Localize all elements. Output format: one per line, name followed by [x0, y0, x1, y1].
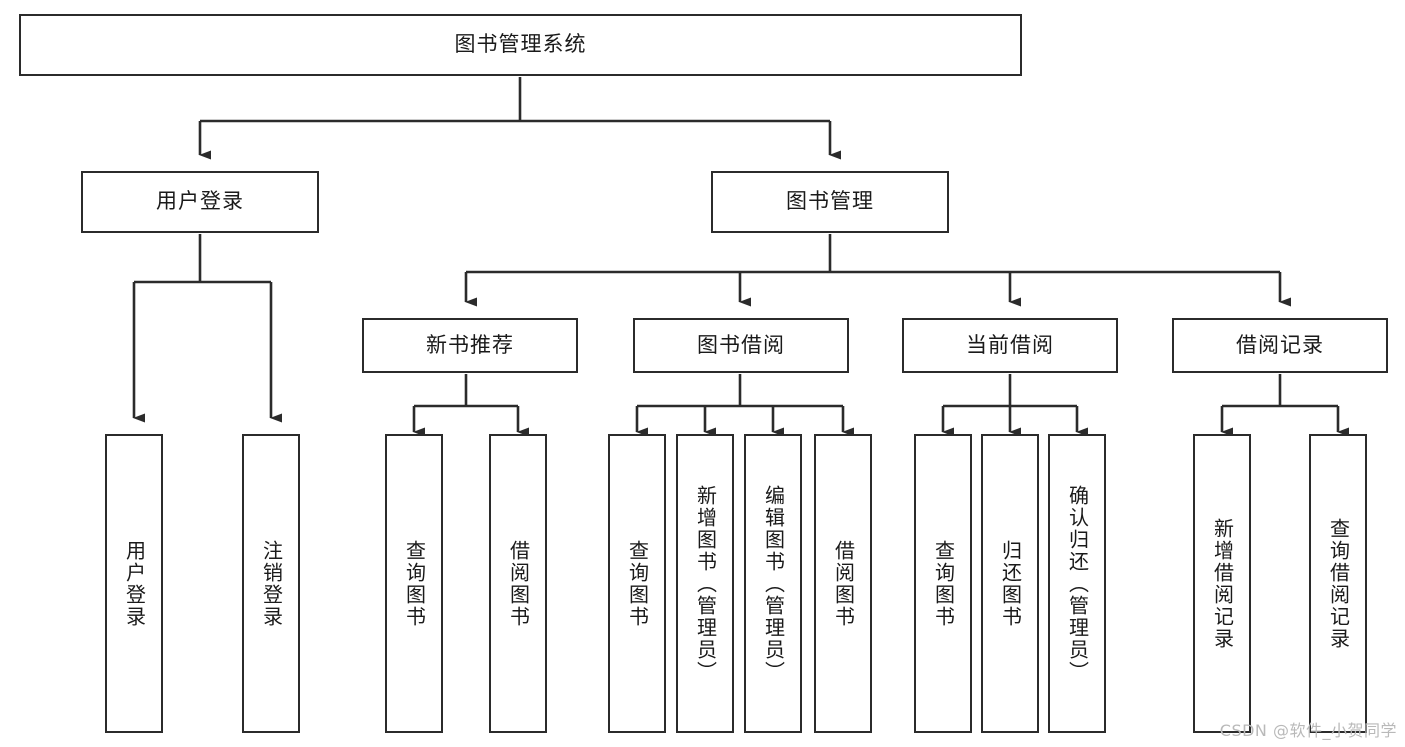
node-label: 新增图书（管理员） — [693, 484, 718, 683]
leaf-new-book-query-book[interactable]: 查询图书 — [385, 434, 443, 733]
leaf-book-borrow-edit-book-admin[interactable]: 编辑图书（管理员） — [744, 434, 802, 733]
node-label: 借阅图书 — [831, 539, 856, 628]
node-label: 当前借阅 — [966, 332, 1054, 357]
leaf-book-borrow-borrow-book[interactable]: 借阅图书 — [814, 434, 872, 733]
node-label: 图书管理系统 — [454, 32, 587, 57]
node-user-login[interactable]: 用户登录 — [81, 171, 319, 233]
node-label: 查询图书 — [931, 539, 956, 628]
leaf-new-book-borrow-book[interactable]: 借阅图书 — [489, 434, 547, 733]
leaf-book-borrow-add-book-admin[interactable]: 新增图书（管理员） — [676, 434, 734, 733]
node-label: 注销登录 — [259, 539, 284, 628]
leaf-user-login-login[interactable]: 用户登录 — [105, 434, 163, 733]
node-label: 编辑图书（管理员） — [761, 484, 786, 683]
watermark-text: CSDN @软件_小贺同学 — [1219, 721, 1397, 740]
leaf-current-borrow-query-book[interactable]: 查询图书 — [914, 434, 972, 733]
node-label: 查询图书 — [402, 539, 427, 628]
node-book-management[interactable]: 图书管理 — [711, 171, 949, 233]
node-label: 用户登录 — [156, 189, 244, 214]
node-label: 确认归还（管理员） — [1065, 484, 1090, 683]
node-label: 图书借阅 — [697, 332, 785, 357]
node-new-book-recommend[interactable]: 新书推荐 — [362, 318, 578, 373]
leaf-borrow-records-add-record[interactable]: 新增借阅记录 — [1193, 434, 1251, 733]
node-borrow-records[interactable]: 借阅记录 — [1172, 318, 1388, 373]
node-label: 新增借阅记录 — [1210, 517, 1235, 650]
node-root-book-management-system[interactable]: 图书管理系统 — [19, 14, 1022, 76]
node-label: 查询借阅记录 — [1326, 517, 1351, 650]
node-label: 借阅图书 — [506, 539, 531, 628]
node-label: 用户登录 — [122, 539, 147, 628]
leaf-borrow-records-query-record[interactable]: 查询借阅记录 — [1309, 434, 1367, 733]
node-label: 新书推荐 — [426, 332, 514, 357]
leaf-current-borrow-confirm-return-admin[interactable]: 确认归还（管理员） — [1048, 434, 1106, 733]
leaf-user-login-logout[interactable]: 注销登录 — [242, 434, 300, 733]
leaf-book-borrow-query-book[interactable]: 查询图书 — [608, 434, 666, 733]
node-label: 查询图书 — [625, 539, 650, 628]
leaf-current-borrow-return-book[interactable]: 归还图书 — [981, 434, 1039, 733]
node-current-borrow[interactable]: 当前借阅 — [902, 318, 1118, 373]
node-label: 归还图书 — [998, 539, 1023, 628]
node-label: 图书管理 — [786, 189, 874, 214]
node-label: 借阅记录 — [1236, 332, 1324, 357]
node-book-borrow[interactable]: 图书借阅 — [633, 318, 849, 373]
